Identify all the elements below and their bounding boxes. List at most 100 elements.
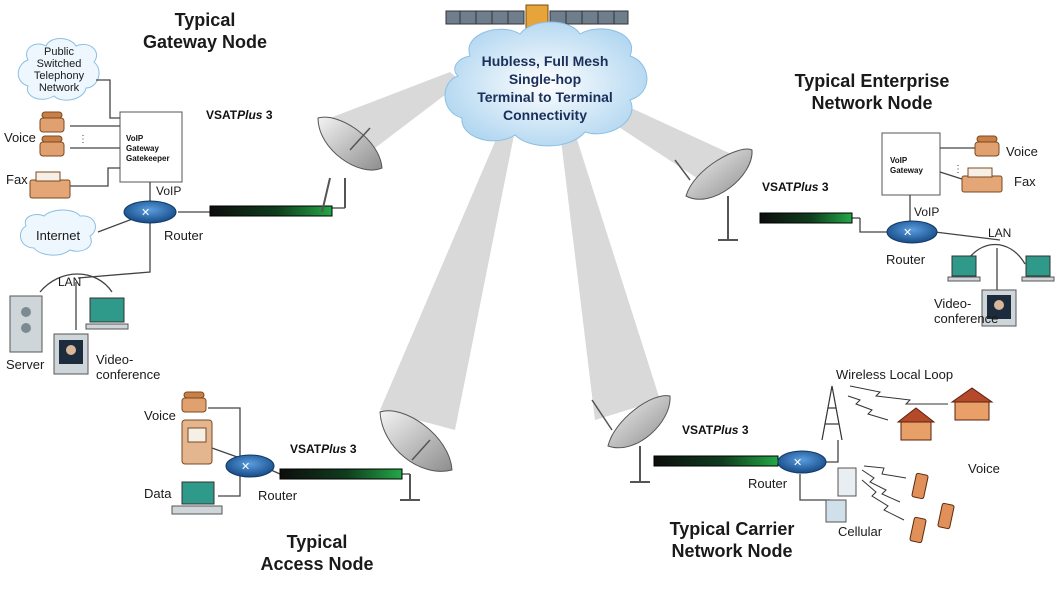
lan-computer [85,297,129,330]
enterprise-node: ⋮ ✕ [674,132,1055,327]
video-conference-terminal [53,333,89,375]
vsat-name: VSAT [682,423,714,437]
wll-tower [821,385,843,441]
enterprise-lan-label: LAN [988,226,1012,240]
access-title-line-2: Access Node [260,554,374,574]
cellular-label: Cellular [838,524,883,539]
enterprise-voice-phone [974,135,1000,157]
access-vsat-terminal [279,468,403,480]
beam-carrier [560,130,660,420]
access-voice-label: Voice [144,408,176,423]
enterprise-voice-label: Voice [1006,144,1038,159]
access-voice-phone [181,391,207,413]
cloud-line-4: Connectivity [502,107,587,123]
access-satellite-dish [379,410,453,501]
internet-label: Internet [36,228,81,243]
gateway-vsat-label: VSATPlus 3 [206,108,273,122]
access-vsat-label: VSATPlus 3 [290,442,357,456]
cellular-tower [825,467,857,523]
enterprise-video-conference [981,289,1017,327]
gateway-node: ⋮ ✕ [9,38,383,375]
enterprise-satellite-dish [674,148,753,241]
vsat-name: VSAT [206,108,238,122]
satellite-dish [317,116,383,213]
gateway-box-line-3: Gatekeeper [126,154,170,163]
carrier-title-line-1: Typical Carrier [669,519,795,539]
access-title-line-1: Typical [286,532,348,552]
pstn-line-4: Network [38,82,80,94]
gateway-title: Typical Gateway Node [120,9,290,53]
voice-phone-1 [39,111,65,133]
enterprise-title: Typical Enterprise Network Node [772,70,972,114]
server-label: Server [6,357,45,372]
mesh-cloud [444,21,648,147]
gateway-video-label: Video- conference [96,352,160,382]
enterprise-gateway-box [881,132,941,196]
enterprise-router-label: Router [886,252,926,267]
pstn-line-3: Telephony [33,70,85,82]
gateway-box-label: VoIP Gateway Gatekeeper [126,134,170,164]
vsat-plus: Plus [793,180,819,194]
mobile-phone-3 [909,516,927,544]
enterprise-voip-label: VoIP [914,205,940,219]
carrier-vsat-terminal [653,455,779,467]
internet-cloud [19,209,96,256]
vsat-num: 3 [821,180,829,194]
pstn-label: Public Switched Telephony Network [28,46,90,94]
access-router-label: Router [258,488,298,503]
access-data-label: Data [144,486,172,501]
gateway-video-line-2: conference [96,367,161,382]
svg-text:⋮: ⋮ [953,164,963,175]
svg-text:✕: ✕ [241,461,250,473]
vsat-plus: Plus [713,423,739,437]
enterprise-fax [961,167,1003,193]
vsat-name: VSAT [290,442,322,456]
enterprise-vsat-label: VSATPlus 3 [762,180,829,194]
solar-panel-left [445,10,525,25]
wll-house-1 [896,407,936,441]
wll-house-2 [950,387,994,421]
gateway-lan-label: LAN [58,275,82,289]
cloud-label: Hubless, Full Mesh Single-hop Terminal t… [462,52,628,124]
gateway-video-line-1: Video- [96,352,134,367]
cloud-line-1: Hubless, Full Mesh [481,53,609,69]
mobile-phone-2 [937,502,955,530]
gateway-voice-label: Voice [4,130,36,145]
vsat-num: 3 [349,442,357,456]
access-router-icon [225,454,275,478]
enterprise-box-line-2: Gateway [890,166,923,175]
carrier-satellite-dish [591,395,671,483]
server-icon [9,295,43,353]
gateway-title-line-1: Typical [174,10,236,30]
wll-label: Wireless Local Loop [836,367,954,382]
vsat-num: 3 [265,108,273,122]
enterprise-box-label: VoIP Gateway [890,156,923,176]
svg-text:✕: ✕ [141,207,150,219]
pstn-cloud [17,38,100,101]
gateway-fax-label: Fax [6,172,28,187]
gateway-voip-label: VoIP [156,184,182,198]
enterprise-fax-label: Fax [1014,174,1036,189]
access-data-computer [171,481,223,515]
vsat-num: 3 [741,423,749,437]
wireless-signals [847,385,948,521]
enterprise-lan-computer-left [947,255,981,282]
pstn-line-2: Switched [36,58,82,70]
enterprise-vsat-terminal [759,212,853,224]
enterprise-video-line-1: Video- [934,296,972,311]
mobile-phone-1 [911,472,929,500]
cloud-line-3: Terminal to Terminal [477,89,613,105]
svg-text:✕: ✕ [903,227,912,239]
carrier-router-icon [777,450,827,474]
gateway-router-label: Router [164,228,204,243]
gateway-box-line-1: VoIP [126,134,144,143]
carrier-voice-label: Voice [968,461,1000,476]
vsat-terminal [209,205,333,217]
enterprise-video-line-2: conference [934,311,999,326]
fax-machine [29,171,71,199]
enterprise-lan-computer-right [1021,255,1055,282]
enterprise-video-label: Video- conference [934,296,998,326]
router-icon [123,200,177,224]
